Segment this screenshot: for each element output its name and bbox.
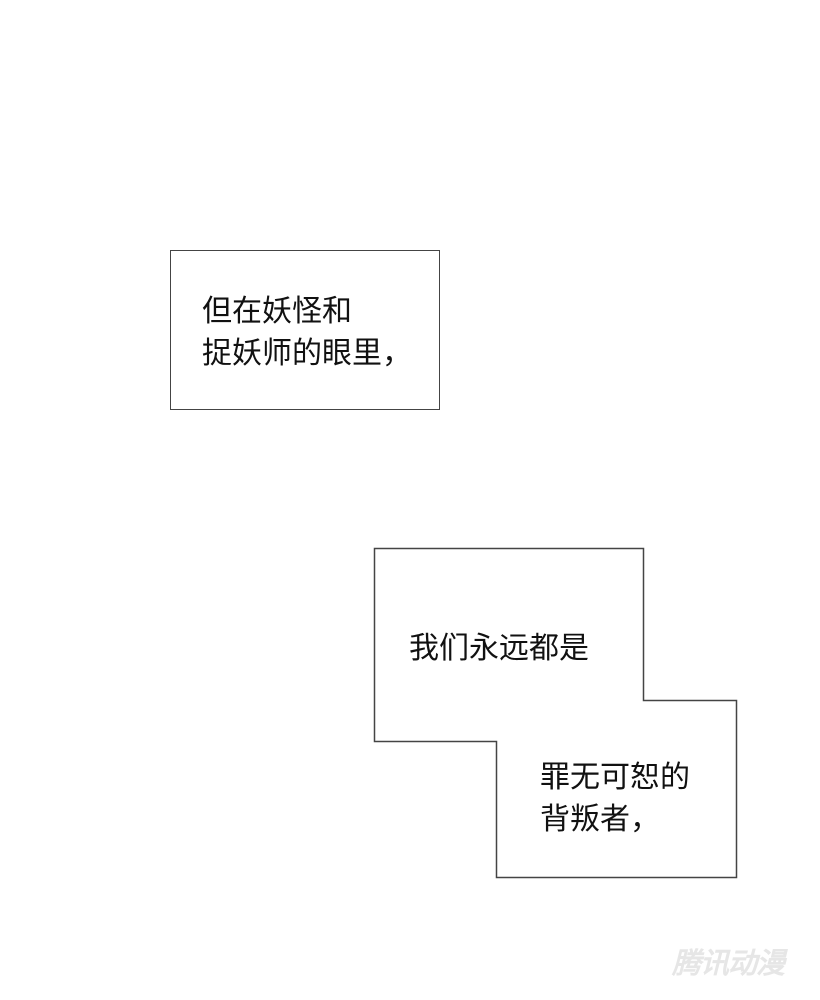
watermark-logo: 腾讯动漫 xyxy=(672,946,785,980)
caption-box-1 xyxy=(170,250,440,410)
caption-3-line-2: 背叛者， xyxy=(540,802,660,837)
caption-3-line-1: 罪无可恕的 xyxy=(540,760,690,795)
caption-2-line-1: 我们永远都是 xyxy=(409,631,589,666)
caption-1-line-2: 捉妖师的眼里， xyxy=(202,336,412,371)
caption-1-line-1: 但在妖怪和 xyxy=(202,294,352,329)
